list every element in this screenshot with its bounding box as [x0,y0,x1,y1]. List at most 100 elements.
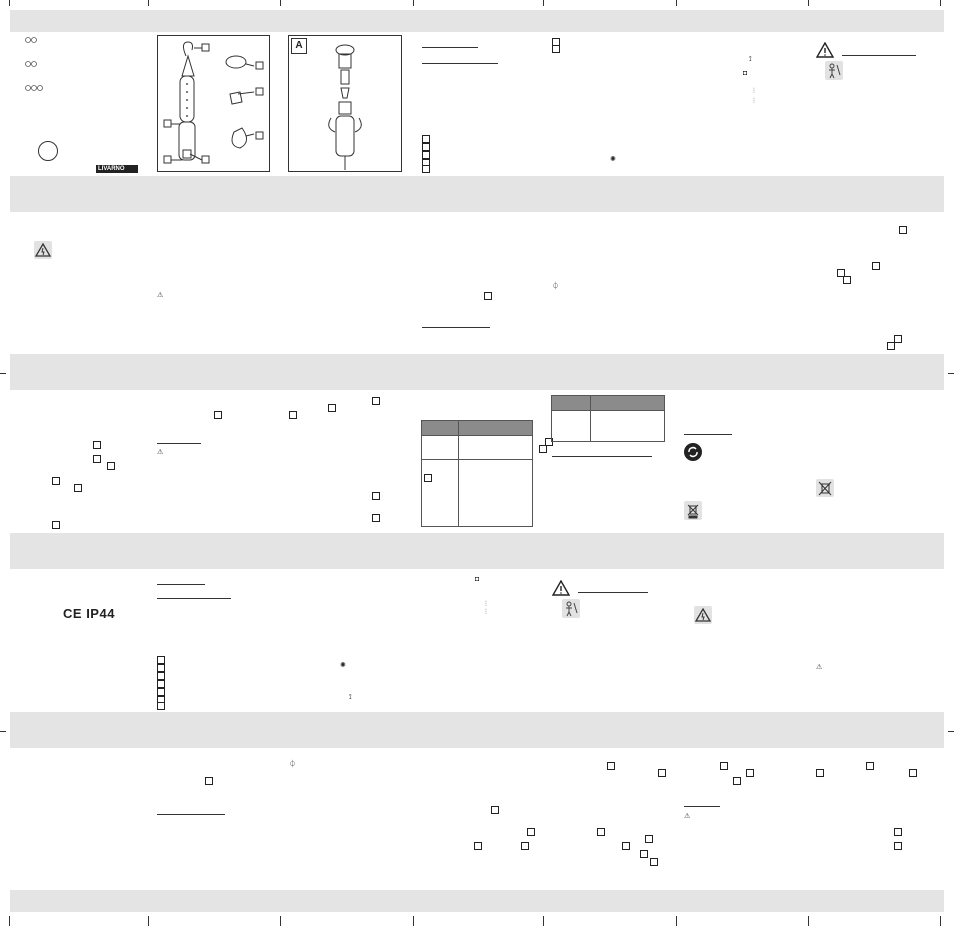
item-number-box [733,777,741,785]
section-band [10,533,944,569]
item-number-box [422,135,430,143]
table-header-cell [421,420,459,436]
bulb-replacement-illustration [328,44,362,170]
lamp-symbol-icon: ⟟ [349,694,352,701]
child-safety-icon [825,61,843,80]
crop-mark [148,0,149,6]
table-cell [421,459,459,527]
crop-mark [676,0,677,6]
item-number-box [887,342,895,350]
item-number-box [289,411,297,419]
item-number-box [74,484,82,492]
item-number-box [894,335,902,343]
small-warning-icon: ⚠ [684,813,691,820]
item-number-box [843,276,851,284]
crop-mark [948,731,954,732]
crop-mark [280,0,281,6]
figure-a-panel: A [288,35,402,172]
lamp-parts-illustration [163,41,264,164]
item-number-box [372,397,380,405]
item-number-box [157,702,165,710]
item-number-box [484,292,492,300]
item-number-box [157,680,165,688]
item-number-box [640,850,648,858]
crop-mark [543,916,544,926]
brand-logo-text: LIVARNO [98,166,125,172]
item-number-box [93,455,101,463]
brand-logo: LIVARNO [96,165,138,173]
crop-mark [0,373,6,374]
table-cell [421,435,459,460]
item-number-box [894,828,902,836]
child-safety-icon [562,599,580,618]
small-warning-icon: ⚠ [816,664,823,671]
section-band [10,712,944,748]
crop-mark [940,916,941,926]
item-number-box [872,262,880,270]
heading-underline [157,598,231,599]
light-bulb-icon: ✺ [610,156,616,163]
item-number-box [157,656,165,664]
item-number-box [93,441,101,449]
safety-class-icon: ◘ [743,70,748,77]
crop-mark [543,0,544,6]
crossed-bin-icon [816,479,834,497]
crop-mark [413,916,414,926]
small-warning-icon: ⚠ [157,292,164,299]
item-number-box [205,777,213,785]
crop-mark [280,916,281,926]
crop-mark [676,916,677,926]
disposal-icon [684,501,702,520]
item-number-box [422,165,430,173]
item-number-box [894,842,902,850]
crop-mark [9,0,10,6]
item-number-box [372,492,380,500]
crop-mark [148,916,149,926]
item-number-box [816,769,824,777]
crop-mark [0,731,6,732]
crop-mark [9,916,10,926]
crop-mark [808,916,809,926]
item-number-box [474,842,482,850]
product-number-circle [38,141,58,161]
heading-underline [552,456,652,457]
item-number-box [521,842,529,850]
warning-triangle-icon [552,580,570,596]
footer-band [10,890,944,912]
recycling-icon [684,443,702,461]
item-number-box [157,664,165,672]
light-bulb-icon: ✺ [340,662,346,669]
crop-mark [948,373,954,374]
crop-mark [808,0,809,6]
item-number-box [658,769,666,777]
table-header-cell [458,420,533,436]
item-number-box [107,462,115,470]
section-band [10,176,944,212]
transformer-icon: ⫶ [753,88,755,95]
small-warning-icon: ⚠ [157,449,164,456]
item-number-box [622,842,630,850]
item-number-box [597,828,605,836]
item-number-box [650,858,658,866]
table-cell [458,435,553,460]
item-number-box [527,828,535,836]
item-number-box [424,474,432,482]
language-codes-icon [25,37,43,91]
parts-figure-panel [157,35,270,172]
heading-underline [842,55,916,56]
header-band [10,10,944,32]
transformer-icon: ⫶ [753,98,755,105]
transformer-icon: ⫶ [485,601,487,608]
item-number-box [328,404,336,412]
item-number-box [52,477,60,485]
ce-mark: CE [63,606,83,621]
table-cell [551,410,591,442]
heading-underline [157,443,201,444]
item-number-box [491,806,499,814]
item-number-box [909,769,917,777]
crop-mark [413,0,414,6]
heading-underline [684,806,720,807]
item-number-box [214,411,222,419]
power-icon: ⏀ [289,761,296,768]
item-number-box [157,688,165,696]
